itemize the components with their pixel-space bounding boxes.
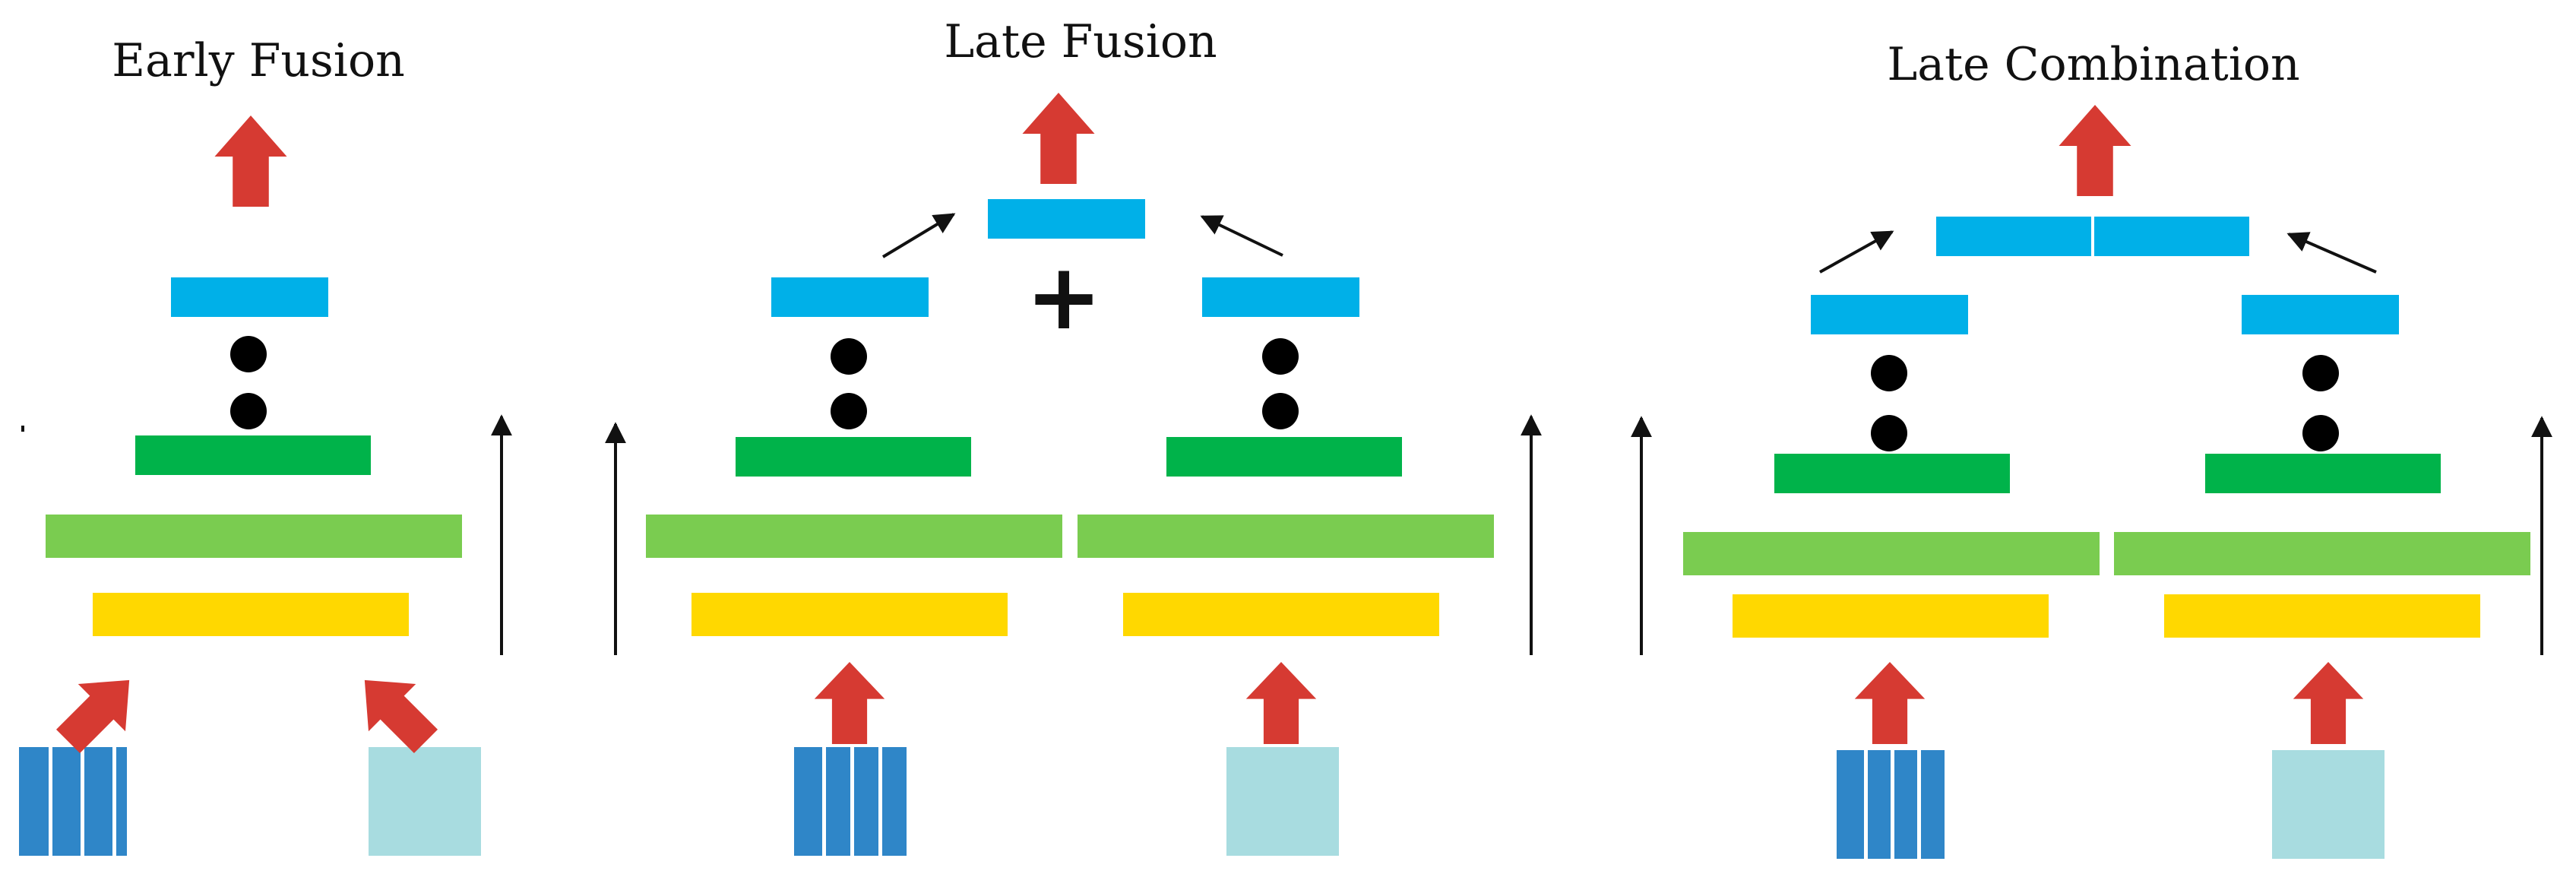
early-fusion-left-input-arrow [44,656,153,765]
late-fusion-input-striped [794,747,907,856]
late-fusion-output-arrow [1022,93,1095,184]
late-combination-left-input-arrow [1854,662,1926,744]
early-fusion-ellipsis-dot [230,336,267,372]
late-fusion-right-blue-layer [1202,277,1359,317]
late-combination-left-yellow-layer [1733,594,2049,638]
late-fusion-left-ellipsis-dot [831,393,867,429]
late-combination-right-light-green-layer [2114,532,2530,575]
late-combination-input-striped [1837,750,1945,859]
late-fusion-right-light-green-layer [1078,515,1494,558]
late-combination-left-light-green-layer [1683,532,2100,575]
late-fusion-left-yellow-layer [691,593,1008,636]
late-combination-left-blue-layer [1811,295,1968,334]
late-fusion-right-ellipsis-dot [1262,393,1299,429]
late-combination-title: Late Combination [1887,38,2300,91]
early-fusion-input-striped [19,747,127,856]
late-combination-left-ellipsis-dot [1871,415,1907,451]
late-combination-right-ellipsis-dot [2302,355,2339,391]
late-combination-input-plain [2272,750,2385,859]
late-combination-left-ellipsis-dot [1871,355,1907,391]
late-fusion-left-blue-layer [771,277,929,317]
late-combination-output-arrow [2059,105,2131,196]
late-combination-right-ellipsis-dot [2302,415,2339,451]
early-fusion-output-arrow [214,116,287,207]
late-fusion-right-merge-arrow [1200,215,1283,257]
late-fusion-right-yellow-layer [1123,593,1439,636]
early-fusion-yellow-layer [93,593,409,636]
late-fusion-right-ellipsis-dot [1262,338,1299,375]
late-combination-right-yellow-layer [2164,594,2480,638]
late-combination-right-merge-arrow [2286,232,2377,274]
late-fusion-right-dark-green-layer [1166,437,1402,477]
late-fusion-plus-operator: + [1026,245,1103,350]
late-fusion-input-plain [1226,747,1339,856]
late-fusion-left-ellipsis-dot [831,338,867,375]
late-combination-right-blue-layer [2242,295,2399,334]
early-fusion-light-green-layer [46,515,462,558]
late-fusion-left-light-green-layer [646,515,1062,558]
late-combination-left-merge-arrow [1819,230,1894,274]
late-fusion-top-layer [988,199,1145,239]
late-fusion-left-input-arrow [814,662,885,744]
early-fusion-input-plain [369,747,481,856]
late-fusion-left-dark-green-layer [736,437,971,477]
late-combination-top-layer [1936,217,2249,256]
early-fusion-ellipsis-dot [230,393,267,429]
late-fusion-title: Late Fusion [944,15,1217,68]
late-fusion-right-input-arrow [1245,662,1317,744]
early-fusion-top-layer [171,277,328,317]
early-fusion-dark-green-layer [135,435,371,475]
late-combination-right-dark-green-layer [2205,454,2441,493]
late-combination-right-input-arrow [2293,662,2364,744]
early-fusion-right-input-arrow [340,656,450,765]
late-combination-left-dark-green-layer [1774,454,2010,493]
late-fusion-left-merge-arrow [881,213,956,258]
early-fusion-title: Early Fusion [112,34,405,87]
